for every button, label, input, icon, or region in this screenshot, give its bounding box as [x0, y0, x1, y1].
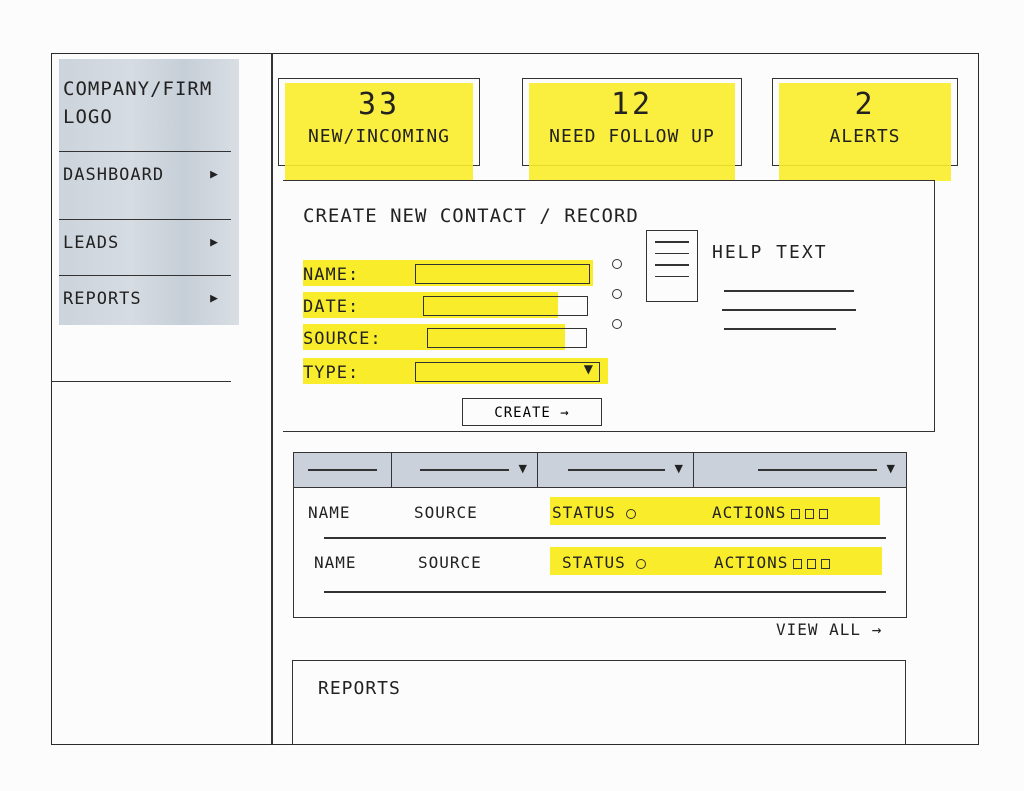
- chevron-right-icon: ▶: [210, 291, 219, 306]
- sidebar-item-label: LEADS: [63, 232, 120, 253]
- stat-label: ALERTS: [829, 126, 901, 147]
- action-icon[interactable]: [793, 558, 803, 569]
- create-button[interactable]: CREATE →: [462, 398, 602, 426]
- help-line: [724, 290, 854, 292]
- chevron-down-icon: ▼: [583, 362, 593, 376]
- status-indicator-icon: [635, 558, 646, 569]
- help-line: [724, 328, 836, 330]
- cell-source: SOURCE: [414, 503, 478, 522]
- stat-value: 33: [357, 87, 401, 122]
- sidebar-item-reports[interactable]: REPORTS ▶: [59, 275, 231, 321]
- table-header-cell[interactable]: ▼: [538, 453, 694, 487]
- table-header: ▼ ▼ ▼: [294, 453, 906, 488]
- stat-label: NEW/INCOMING: [307, 126, 451, 147]
- table-row[interactable]: NAME SOURCE STATUS ACTIONS: [294, 491, 906, 535]
- source-field[interactable]: [427, 328, 587, 348]
- form-row-name: NAME:: [303, 260, 603, 290]
- form-row-date: DATE:: [303, 292, 603, 322]
- row-highlight: [550, 497, 880, 525]
- company-logo: COMPANY/FIRM LOGO: [63, 78, 213, 128]
- sidebar-shade: [59, 59, 239, 325]
- row-divider: [324, 591, 886, 593]
- action-icon[interactable]: [819, 508, 829, 519]
- row-highlight: [550, 547, 882, 575]
- sidebar-item-leads[interactable]: LEADS ▶: [59, 219, 231, 265]
- page-frame: [51, 53, 979, 745]
- chevron-right-icon: ▶: [210, 167, 219, 182]
- card-highlight: [779, 83, 951, 181]
- card-highlight: [285, 83, 473, 181]
- stat-value: 12: [610, 87, 654, 122]
- reports-title: REPORTS: [318, 678, 401, 699]
- stat-value: 2: [854, 87, 876, 122]
- sidebar-item-label: DASHBOARD: [63, 164, 165, 185]
- cell-actions: ACTIONS: [712, 503, 829, 522]
- cell-name: NAME: [308, 503, 351, 522]
- row-divider: [324, 537, 886, 539]
- stat-card-alerts[interactable]: 2 ALERTS: [772, 78, 958, 181]
- sidebar-divider: [51, 381, 231, 382]
- form-row-source: SOURCE:: [303, 324, 603, 354]
- info-icon[interactable]: [612, 259, 622, 269]
- stat-card-follow-up[interactable]: 12 NEED FOLLOW UP: [522, 78, 742, 181]
- info-icon[interactable]: [612, 319, 622, 329]
- reports-panel: [292, 660, 906, 745]
- chevron-down-icon: ▼: [674, 462, 683, 475]
- table-header-cell[interactable]: [294, 453, 392, 487]
- action-icon[interactable]: [791, 508, 801, 519]
- sidebar-item-dashboard[interactable]: DASHBOARD ▶: [59, 151, 231, 197]
- table-row[interactable]: NAME SOURCE STATUS ACTIONS: [294, 541, 906, 585]
- cell-status: STATUS: [562, 553, 646, 572]
- field-label: DATE:: [303, 297, 360, 317]
- table-header-cell[interactable]: ▼: [392, 453, 538, 487]
- sidebar-item-label: REPORTS: [63, 288, 142, 309]
- sidebar: COMPANY/FIRM LOGO DASHBOARD ▶ LEADS ▶ RE…: [51, 53, 273, 745]
- view-all-link[interactable]: VIEW ALL →: [776, 620, 883, 639]
- form-row-type: TYPE: ▼: [303, 358, 613, 388]
- field-label: TYPE:: [303, 363, 360, 383]
- field-label: SOURCE:: [303, 329, 382, 349]
- stat-label: NEED FOLLOW UP: [549, 126, 715, 147]
- cell-source: SOURCE: [418, 553, 482, 572]
- chevron-down-icon: ▼: [886, 462, 895, 475]
- chevron-right-icon: ▶: [210, 235, 219, 250]
- table-header-cell[interactable]: ▼: [694, 453, 905, 487]
- field-label: NAME:: [303, 265, 360, 285]
- help-text-title: HELP TEXT: [712, 242, 828, 263]
- info-icon[interactable]: [612, 289, 622, 299]
- cell-name: NAME: [314, 553, 357, 572]
- status-indicator-icon: [625, 508, 636, 519]
- card-highlight: [529, 83, 735, 181]
- chevron-down-icon: ▼: [518, 462, 527, 475]
- create-record-title: CREATE NEW CONTACT / RECORD: [303, 205, 639, 227]
- action-icon[interactable]: [821, 558, 831, 569]
- action-icon[interactable]: [807, 558, 817, 569]
- records-table: ▼ ▼ ▼ NAME SOURCE STATUS ACTIONS NAME SO…: [293, 452, 907, 618]
- help-document-icon: [646, 230, 698, 302]
- date-field[interactable]: [423, 296, 588, 316]
- cell-status: STATUS: [552, 503, 636, 522]
- action-icon[interactable]: [805, 508, 815, 519]
- help-line: [722, 309, 856, 311]
- stat-card-new[interactable]: 33 NEW/INCOMING: [278, 78, 480, 181]
- create-record-panel: [283, 180, 935, 432]
- type-select[interactable]: ▼: [415, 362, 600, 382]
- cell-actions: ACTIONS: [714, 553, 831, 572]
- name-field[interactable]: [415, 264, 590, 284]
